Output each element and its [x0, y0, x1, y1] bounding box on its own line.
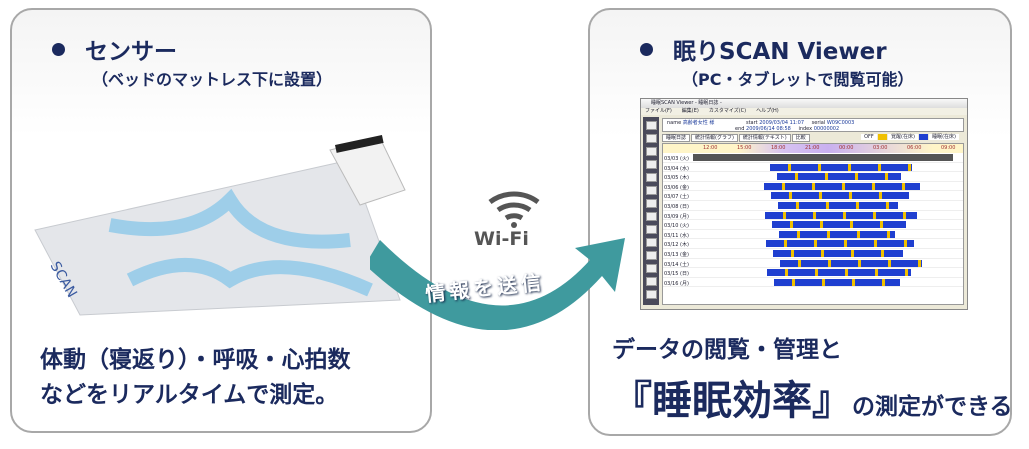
row-date: 03/16 (月)	[664, 280, 689, 287]
row-date: 03/12 (木)	[664, 242, 689, 249]
sensor-title: センサー	[85, 39, 177, 65]
diary-row: 03/13 (金)	[663, 249, 963, 259]
menu-help[interactable]: ヘルプ(H)	[756, 108, 779, 114]
sleep-bar	[779, 230, 895, 238]
menu-customize[interactable]: カスタマイズ(C)	[708, 108, 747, 114]
sensor-subtitle: （ベッドのマットレス下に設置）	[92, 70, 333, 89]
row-date: 03/06 (金)	[664, 184, 689, 191]
app-screenshot: 睡眠SCAN Viewer - 睡眠日誌 - ファイル(F) 編集(E) カスタマイ…	[640, 98, 968, 310]
sleep-bar	[778, 201, 898, 209]
time-axis: 12:00 15:00 18:00 21:00 00:00 03:00 06:00 09:00	[663, 144, 963, 153]
sleep-bar	[693, 154, 953, 161]
row-date: 03/08 (日)	[664, 203, 689, 210]
time-tick: 09:00	[941, 145, 956, 151]
tab-compare[interactable]: 比較	[791, 134, 810, 142]
sleep-bar	[765, 211, 917, 219]
tab-sleep-diary[interactable]: 睡眠日誌	[662, 134, 691, 142]
row-date: 03/13 (金)	[664, 251, 689, 258]
sleep-bar	[767, 269, 911, 277]
row-date: 03/10 (火)	[664, 223, 689, 230]
sleep-bar	[774, 278, 900, 286]
diary-row: 03/08 (日)	[663, 201, 963, 211]
diary-row: 03/10 (火)	[663, 220, 963, 230]
viewer-description-line1: データの閲覧・管理と	[612, 337, 842, 363]
sleep-diary-chart: 12:00 15:00 18:00 21:00 00:00 03:00 06:00 09:00…	[662, 143, 964, 305]
viewer-subtitle: （PC・タブレットで閲覧可能）	[682, 70, 914, 89]
diary-row: 03/03 (火)	[663, 153, 963, 163]
sensor-mat-image: SCAN	[34, 135, 406, 316]
diary-row: 03/06 (金)	[663, 182, 963, 192]
diary-row: 03/11 (水)	[663, 230, 963, 240]
viewer-title: 眠りSCAN Viewer	[673, 39, 887, 65]
time-tick: 00:00	[839, 145, 854, 151]
sleep-efficiency-emphasis: 睡眠効率	[652, 378, 812, 424]
diary-row: 03/12 (木)	[663, 239, 963, 249]
menu-file[interactable]: ファイル(F)	[645, 108, 672, 114]
wifi-icon	[488, 191, 540, 228]
tab-stats-text[interactable]: 統計情報(テキスト)	[738, 134, 791, 142]
diary-row: 03/15 (日)	[663, 268, 963, 278]
row-date: 03/15 (日)	[664, 271, 689, 278]
app-tabs: 睡眠日誌統計情報(グラフ)統計情報(テキスト)比較 OFF 覚醒(在床) 睡眠(…	[662, 134, 964, 142]
window-titlebar: 睡眠SCAN Viewer - 睡眠日誌 -	[641, 99, 967, 108]
time-tick: 06:00	[907, 145, 922, 151]
tab-stats-graph[interactable]: 統計情報(グラフ)	[691, 134, 738, 142]
sleep-bar	[773, 249, 903, 257]
time-tick: 12:00	[703, 145, 718, 151]
row-date: 03/03 (火)	[664, 156, 689, 162]
legend: OFF 覚醒(在床) 睡眠(在床)	[858, 134, 963, 140]
sleep-bar	[771, 192, 909, 200]
bullet-icon	[52, 43, 65, 56]
sensor-description-line1: 体動（寝返り）・呼吸・心拍数	[40, 347, 351, 373]
send-arrow	[370, 238, 625, 330]
time-tick: 21:00	[805, 145, 820, 151]
viewer-description-line2: 『睡眠効率』の測定ができる	[612, 378, 1013, 424]
row-date: 03/14 (土)	[664, 261, 689, 268]
sleep-bar	[766, 240, 914, 248]
sensor-description-line2: などをリアルタイムで測定。	[40, 382, 339, 408]
time-tick: 18:00	[771, 145, 786, 151]
record-info: name 高齢者女性 様 start 2009/03/04 11:07 seri…	[662, 118, 964, 132]
diary-row: 03/14 (土)	[663, 259, 963, 269]
viewer-heading: 眠りSCAN Viewer	[640, 32, 887, 66]
row-date: 03/05 (木)	[664, 175, 689, 182]
diary-row: 03/09 (月)	[663, 211, 963, 221]
sleep-bar	[764, 182, 920, 190]
side-toolbar	[643, 117, 659, 305]
time-tick: 15:00	[737, 145, 752, 151]
bullet-icon	[640, 43, 653, 56]
row-date: 03/04 (水)	[664, 165, 689, 172]
diary-row: 03/07 (土)	[663, 191, 963, 201]
diary-row: 03/04 (水)	[663, 163, 963, 173]
diary-row: 03/16 (月)	[663, 278, 963, 288]
row-date: 03/11 (水)	[664, 232, 689, 239]
row-date: 03/09 (月)	[664, 213, 689, 220]
menu-edit[interactable]: 編集(E)	[681, 108, 699, 114]
sleep-bar	[777, 173, 901, 181]
time-tick: 03:00	[873, 145, 888, 151]
sensor-heading: センサー	[52, 32, 177, 66]
sleep-bar	[770, 163, 912, 171]
menu-bar: ファイル(F) 編集(E) カスタマイズ(C) ヘルプ(H)	[641, 108, 967, 115]
sleep-bar	[780, 259, 922, 267]
sleep-bar	[772, 221, 906, 229]
diary-row: 03/05 (木)	[663, 172, 963, 182]
wifi-label: Wi-Fi	[474, 228, 529, 250]
row-date: 03/07 (土)	[664, 194, 689, 201]
